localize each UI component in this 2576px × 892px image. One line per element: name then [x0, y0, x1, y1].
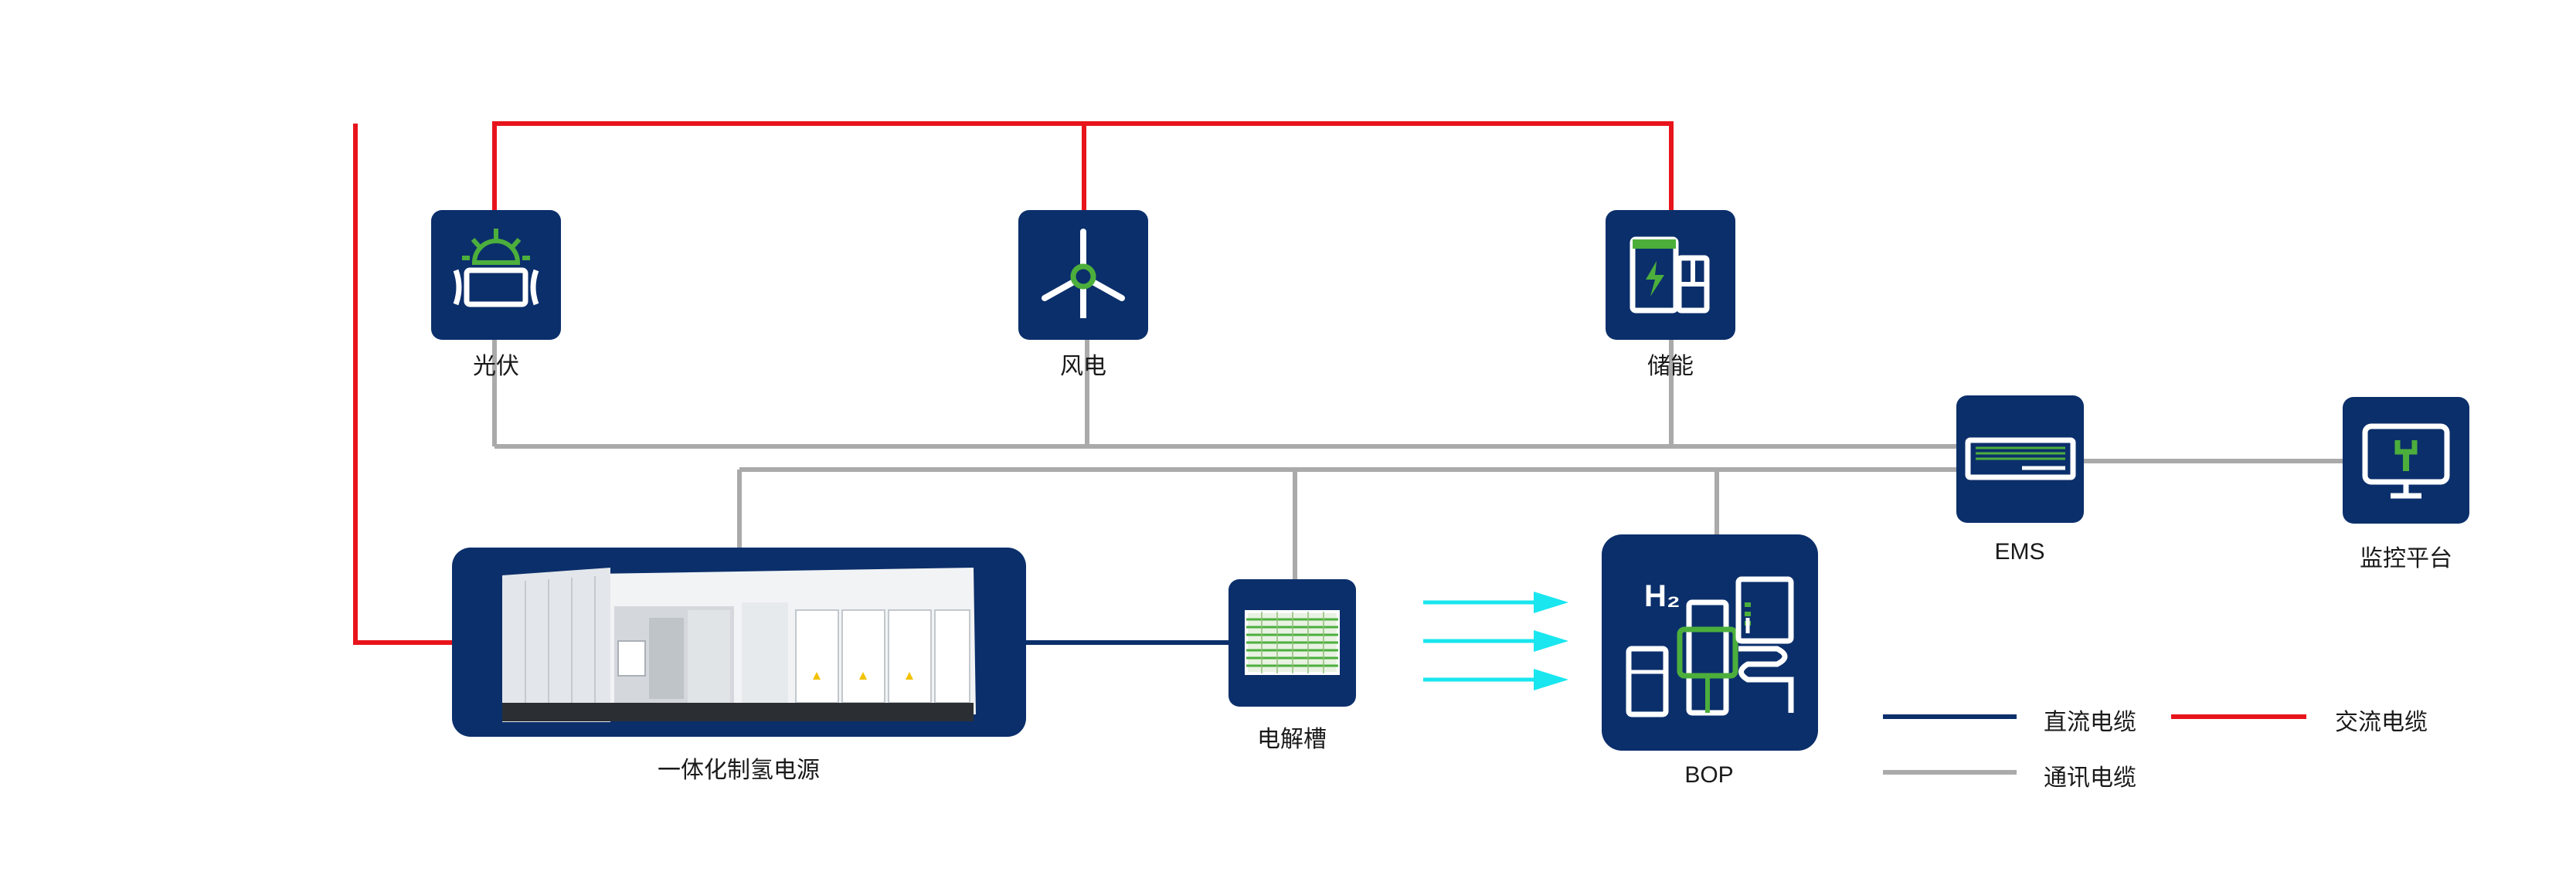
- power-supply-label: 一体化制氢电源: [658, 758, 820, 783]
- ems-node: [1956, 395, 2084, 523]
- electrolyzer-icon: [1245, 610, 1340, 675]
- legend-comm-label: 通讯电缆: [2044, 765, 2136, 791]
- monitor-label: 监控平台: [2360, 546, 2452, 571]
- container-power-supply-image: [502, 568, 976, 722]
- storage-label: 储能: [1647, 354, 1694, 379]
- wind-node: [1018, 210, 1148, 340]
- hydrogen-plant-icon: [1626, 576, 1794, 717]
- electrolyzer-label: 电解槽: [1257, 727, 1327, 752]
- electrolyzer-node: [1229, 579, 1356, 707]
- storage-node: [1606, 210, 1735, 340]
- legend-lines: [1883, 714, 2306, 775]
- wind-label: 风电: [1060, 354, 1106, 379]
- battery-storage-icon: [1630, 236, 1710, 314]
- solar-panel-icon: [453, 229, 539, 307]
- pv-label: 光伏: [473, 354, 519, 379]
- power-supply-node: [452, 548, 1026, 737]
- ems-controller-icon: [1965, 437, 2076, 480]
- monitor-node: [2343, 397, 2469, 524]
- bop-h2-badge: H₂: [1644, 579, 1681, 613]
- ac-cable-lines: [353, 121, 1674, 645]
- bop-label: BOP: [1684, 762, 1734, 788]
- ems-label: EMS: [1994, 539, 2045, 565]
- wind-turbine-icon: [1042, 229, 1125, 318]
- hydrogen-flow-arrows: [1423, 592, 1568, 690]
- legend-ac-label: 交流电缆: [2335, 710, 2428, 735]
- comm-cable-lines: [492, 340, 2343, 579]
- legend-dc-label: 直流电缆: [2044, 710, 2136, 735]
- monitor-wrench-icon: [2362, 423, 2450, 499]
- pv-node: [431, 210, 561, 340]
- bop-node: H₂: [1602, 534, 1818, 751]
